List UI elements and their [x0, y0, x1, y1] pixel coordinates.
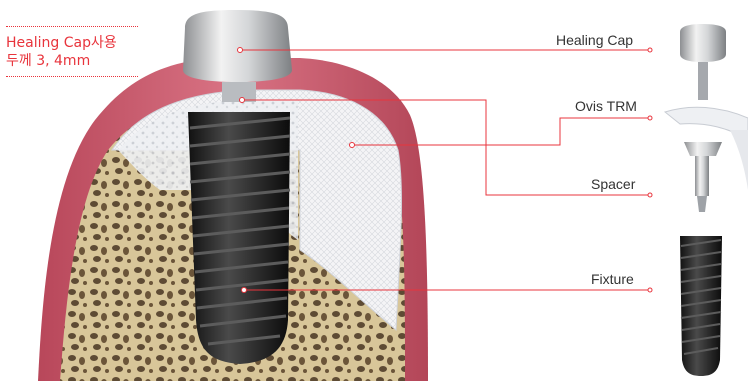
- label-ovis-trm: Ovis TRM: [575, 98, 637, 114]
- note-line-2: 두께 3, 4mm: [6, 52, 117, 70]
- healing-cap-component: [680, 24, 726, 62]
- note-line-1: Healing Cap사용: [6, 34, 117, 52]
- label-spacer: Spacer: [591, 176, 635, 192]
- note-divider-bottom: [6, 76, 138, 77]
- label-healing-cap: Healing Cap: [556, 32, 633, 48]
- thickness-note: Healing Cap사용 두께 3, 4mm: [6, 34, 117, 70]
- note-divider-top: [6, 26, 138, 27]
- healing-cap-shape: [183, 10, 292, 82]
- spacer-component: [684, 142, 722, 156]
- label-fixture: Fixture: [591, 271, 634, 287]
